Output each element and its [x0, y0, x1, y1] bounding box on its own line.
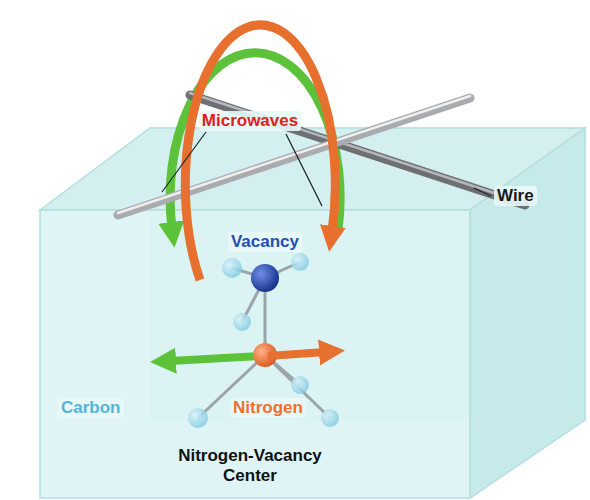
- part-label: Wire: [494, 186, 537, 206]
- part-label: Microwaves: [199, 111, 301, 131]
- atomic-bond: [198, 262, 330, 418]
- part-label: Nitrogen: [230, 398, 306, 418]
- part-label: Vacancy: [228, 232, 302, 252]
- microwave-field-ring: [185, 25, 335, 280]
- carbon-atom: [188, 253, 339, 428]
- vacancy-site: [251, 264, 279, 292]
- leader-line: [162, 132, 491, 206]
- microwave-field-arrow: [170, 356, 262, 361]
- diamond-cube: [40, 128, 585, 498]
- wire: [118, 93, 525, 215]
- microwave-field-arrow: [268, 352, 325, 356]
- figure-caption-label: Nitrogen-Vacancy Center: [152, 446, 348, 487]
- part-label: Carbon: [58, 398, 124, 418]
